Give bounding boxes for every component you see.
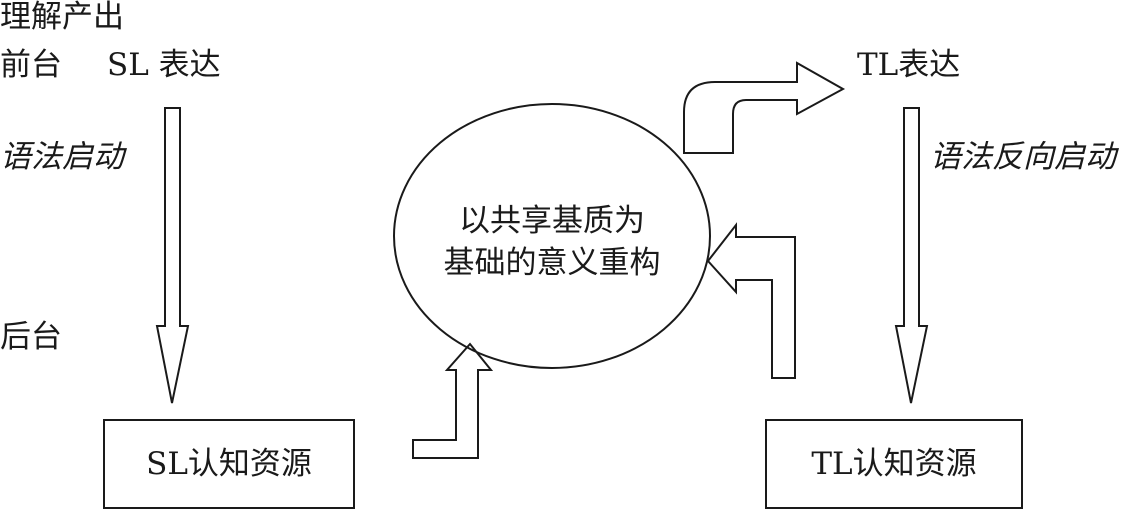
tl-cognitive-box bbox=[765, 419, 1023, 509]
center-to-tl-expression-arrow bbox=[683, 61, 846, 154]
center-text-line1: 以共享基质为 bbox=[459, 203, 645, 239]
sl-cognitive-resource-label: SL认知资源 bbox=[146, 446, 312, 482]
center-text: 以共享基质为 基础的意义重构 bbox=[396, 200, 708, 284]
center-text-line2: 基础的意义重构 bbox=[443, 245, 661, 281]
left-down-arrow bbox=[155, 107, 190, 404]
comprehension-production-label: 理解产出 bbox=[0, 0, 124, 35]
sl-cognitive-box bbox=[103, 419, 355, 509]
front-stage-label: 前台 bbox=[0, 47, 62, 83]
tl-cognitive-resource-label: TL认知资源 bbox=[811, 446, 977, 482]
meaning-reconstruction-ellipse bbox=[393, 103, 711, 369]
grammar-priming-label: 语法启动 bbox=[0, 139, 124, 175]
reverse-grammar-priming-label: 语法反向启动 bbox=[930, 139, 1116, 175]
sl-to-center-bent-arrow bbox=[412, 342, 494, 459]
tl-box-to-center-bent-arrow bbox=[706, 222, 796, 379]
back-stage-label: 后台 bbox=[0, 319, 62, 355]
sl-expression-label: SL 表达 bbox=[107, 47, 221, 83]
tl-expression-label: TL表达 bbox=[857, 47, 961, 83]
right-down-arrow bbox=[894, 107, 929, 404]
